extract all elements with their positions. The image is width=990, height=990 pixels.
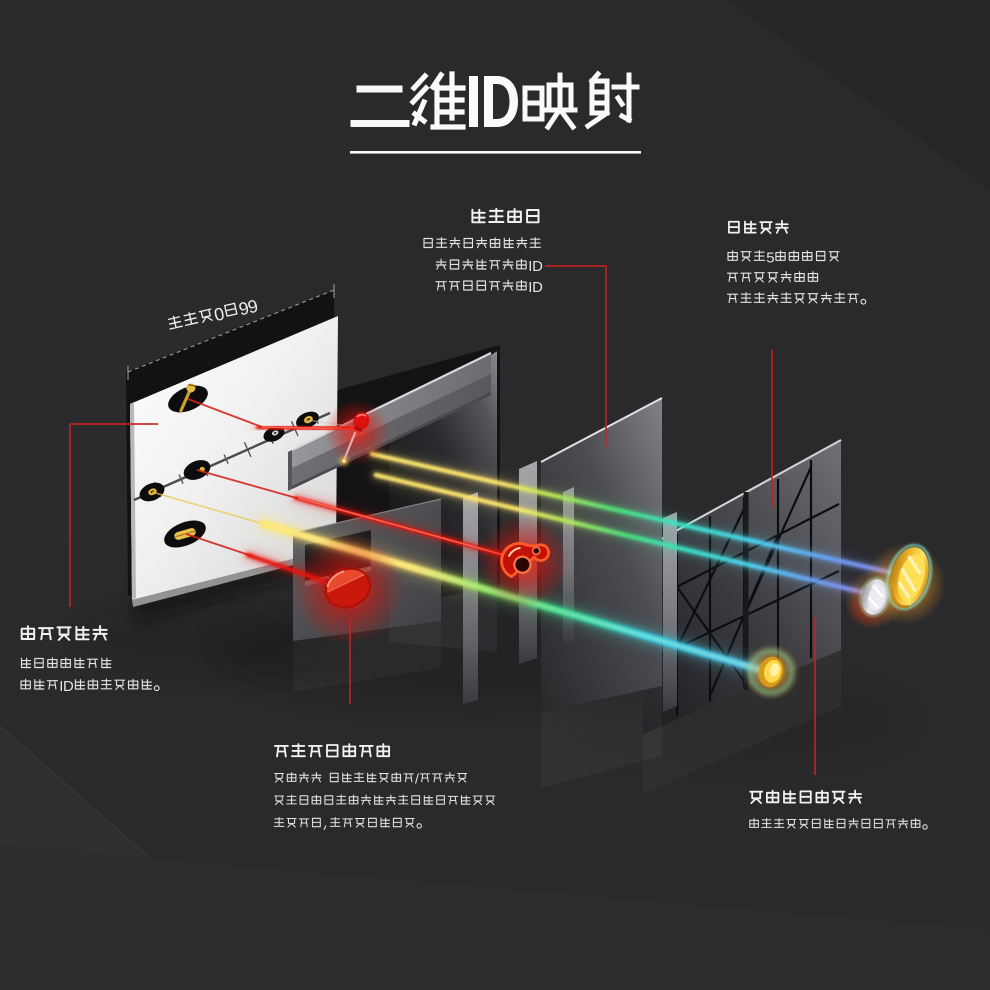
svg-text:9: 9: [246, 296, 260, 318]
svg-text:0: 0: [212, 303, 226, 325]
svg-text:I: I: [59, 679, 63, 695]
svg-text:9: 9: [237, 298, 251, 320]
svg-text:D: D: [63, 679, 74, 695]
svg-text:I: I: [528, 259, 532, 275]
svg-text:D: D: [532, 259, 543, 275]
svg-text:/: /: [415, 772, 419, 787]
svg-text:5: 5: [766, 251, 774, 267]
svg-text:I: I: [528, 280, 532, 296]
svg-text:D: D: [532, 280, 543, 296]
